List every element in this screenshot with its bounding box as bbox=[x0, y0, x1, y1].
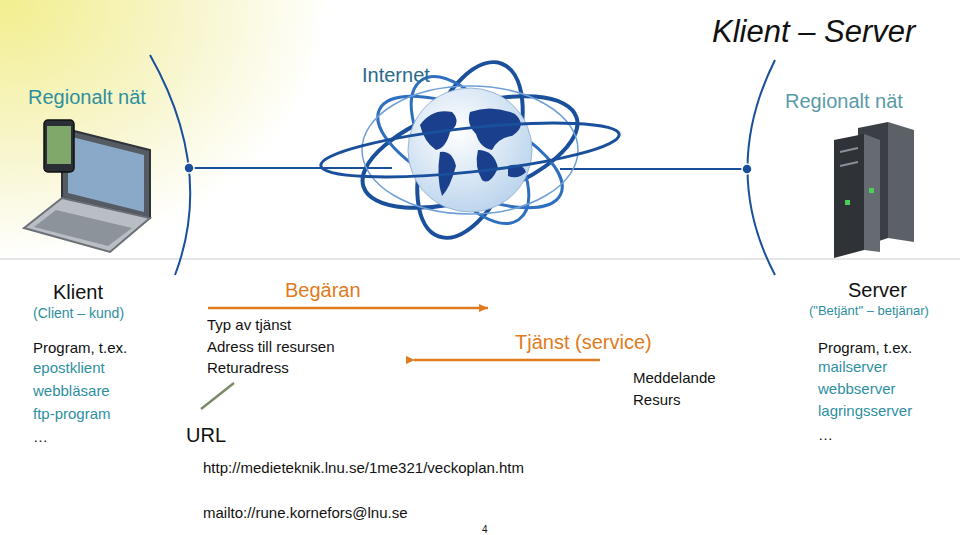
url-label: URL bbox=[186, 424, 226, 447]
role-note: ("Betjänt" – betjänar) bbox=[809, 304, 929, 319]
program-item: lagringsserver bbox=[818, 402, 912, 419]
page-number: 4 bbox=[482, 524, 488, 535]
ellipsis: … bbox=[818, 426, 833, 443]
role-note: (Client – kund) bbox=[33, 305, 124, 321]
internet-globe bbox=[319, 48, 622, 252]
program-item: webbläsare bbox=[33, 382, 110, 399]
request-item: Typ av tjänst bbox=[207, 316, 291, 333]
program-item: epostklient bbox=[33, 359, 105, 376]
response-arrow bbox=[414, 359, 600, 362]
arrow-label: Begäran bbox=[285, 279, 361, 302]
region-label: Regionalt nät bbox=[28, 86, 146, 109]
request-item: Adress till resursen bbox=[207, 338, 335, 355]
request-arrow bbox=[208, 307, 488, 310]
role-heading: Server bbox=[848, 279, 907, 302]
server-rack bbox=[834, 122, 914, 258]
program-item: ftp-program bbox=[33, 405, 111, 422]
arrow-label: Tjänst (service) bbox=[515, 331, 652, 354]
program-heading: Program, t.ex. bbox=[818, 339, 912, 356]
program-item: webbserver bbox=[818, 380, 896, 397]
ellipsis: … bbox=[33, 428, 48, 445]
region-label: Internet bbox=[362, 64, 430, 87]
response-item: Resurs bbox=[633, 391, 681, 408]
program-heading: Program, t.ex. bbox=[33, 339, 127, 356]
response-item: Meddelande bbox=[633, 369, 716, 386]
url-example: mailto://rune.kornefors@lnu.se bbox=[203, 504, 408, 521]
client-laptop bbox=[24, 120, 150, 252]
role-heading: Klient bbox=[53, 281, 103, 304]
program-item: mailserver bbox=[818, 358, 887, 375]
request-item: Returadress bbox=[207, 359, 289, 376]
region-label: Regionalt nät bbox=[785, 90, 903, 113]
page-title: Klient – Server bbox=[712, 14, 915, 50]
url-example: http://medieteknik.lnu.se/1me321/veckopl… bbox=[203, 459, 524, 476]
leader-line bbox=[201, 383, 234, 409]
